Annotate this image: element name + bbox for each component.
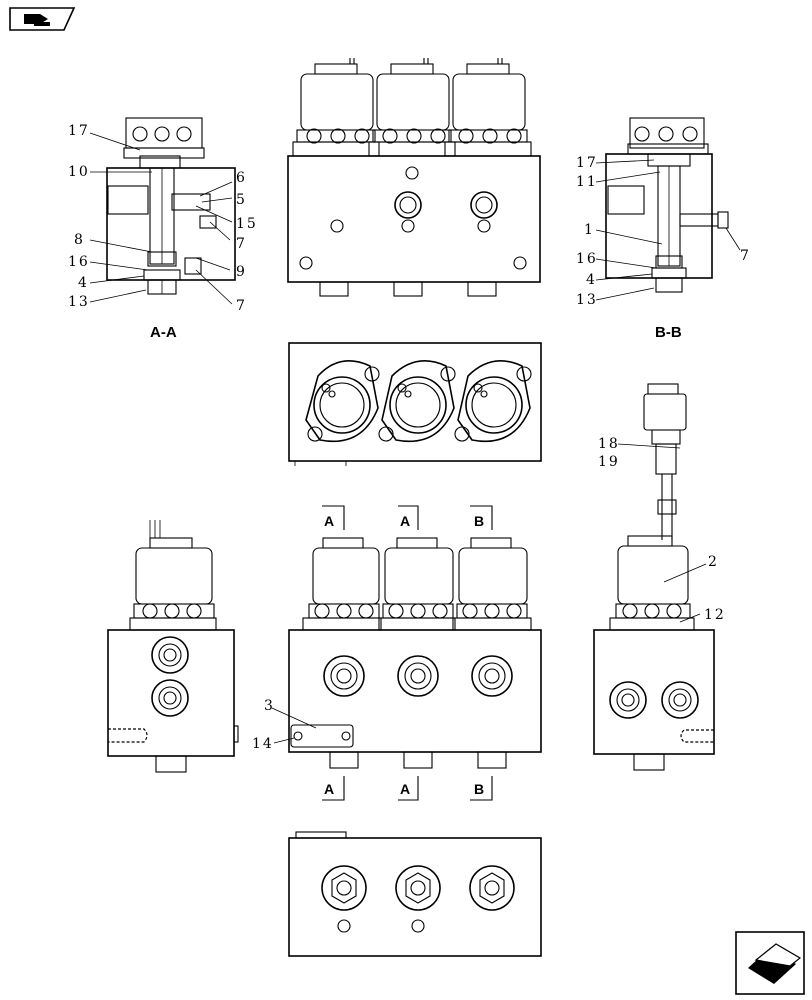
name-plate [290, 724, 354, 748]
callout-8: 8 [74, 232, 85, 248]
callout-2: 2 [708, 554, 719, 570]
callout-13-right: 13 [576, 292, 598, 308]
section-bb-view [605, 117, 729, 293]
bottom-plan-view [288, 831, 542, 957]
solenoid-coil-6 [452, 537, 532, 631]
nav-next-icon[interactable] [735, 931, 805, 995]
callout-3: 3 [264, 698, 275, 714]
bottom-front-view [288, 537, 542, 769]
flange-2 [378, 360, 456, 442]
cut-mark-bottom-3: B [474, 781, 484, 797]
cut-mark-top-1: A [324, 513, 334, 529]
callout-13-left: 13 [68, 294, 90, 310]
section-aa-view [106, 117, 236, 295]
cut-mark-bottom-1: A [324, 781, 334, 797]
cut-mark-top-3: B [474, 513, 484, 529]
callout-14: 14 [252, 736, 274, 752]
callout-6: 6 [236, 170, 247, 186]
flange-3 [454, 360, 532, 442]
callout-16-right: 16 [576, 251, 598, 267]
section-bb-title: B-B [655, 324, 682, 341]
cut-mark-top-2: A [400, 513, 410, 529]
callout-15: 15 [236, 216, 258, 232]
callout-1: 1 [584, 222, 595, 238]
solenoid-coil-3 [444, 58, 532, 157]
top-plan-view [288, 342, 542, 466]
harness-connector [643, 383, 687, 540]
right-side-view [593, 535, 715, 771]
callout-17-left: 17 [68, 123, 90, 139]
nav-back-icon[interactable] [9, 7, 76, 31]
callout-7-right: 7 [740, 248, 751, 264]
solenoid-coil-5 [378, 537, 456, 631]
callout-10: 10 [68, 164, 90, 180]
callout-7-b: 7 [236, 298, 247, 314]
solenoid-coil-2 [368, 58, 456, 157]
callout-7-a: 7 [236, 236, 247, 252]
callout-5: 5 [236, 192, 247, 208]
callout-4-left: 4 [78, 275, 89, 291]
left-side-view [107, 520, 239, 773]
solenoid-coil-1 [292, 58, 380, 157]
callout-19: 19 [598, 454, 620, 470]
callout-18: 18 [598, 436, 620, 452]
callout-12: 12 [704, 607, 726, 623]
top-front-view [287, 58, 541, 297]
section-cut-marks [322, 505, 493, 801]
solenoid-coil-4 [302, 537, 382, 631]
callout-9: 9 [236, 264, 247, 280]
section-aa-title: A-A [150, 324, 177, 341]
callout-4-right: 4 [586, 272, 597, 288]
leader-lines [89, 132, 741, 744]
cut-mark-bottom-2: A [400, 781, 410, 797]
callout-17-right: 17 [576, 155, 598, 171]
callout-16-left: 16 [68, 254, 90, 270]
flange-1 [305, 360, 380, 442]
callout-11: 11 [576, 174, 598, 190]
